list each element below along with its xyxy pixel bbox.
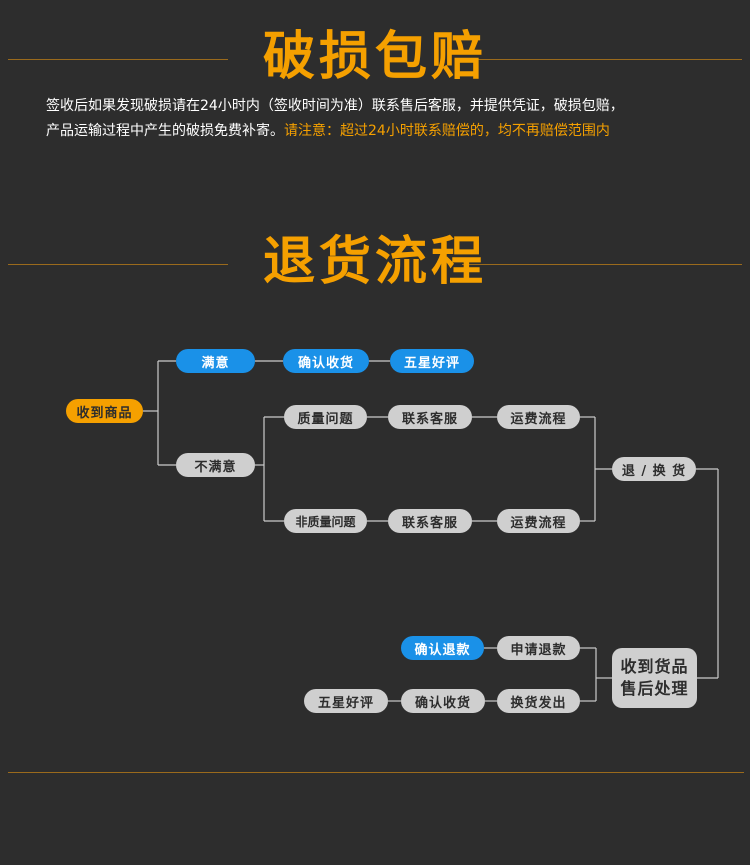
non-quality-issue-node: 非质量问题 <box>284 509 367 533</box>
damage-policy-text: 签收后如果发现破损请在24小时内（签收时间为准）联系售后客服，并提供凭证，破损包… <box>46 94 736 144</box>
confirm-receipt-top-node: 确认收货 <box>283 349 369 373</box>
after-sale-line-2: 售后处理 <box>620 679 689 698</box>
divider-right-1 <box>462 59 742 60</box>
after-sale-line-1: 收到货品 <box>620 657 689 676</box>
confirm-receipt-bottom-node: 确认收货 <box>401 689 485 713</box>
quality-issue-node: 质量问题 <box>284 405 367 429</box>
contact-service-node-2: 联系客服 <box>388 509 472 533</box>
shipping-process-node-2: 运费流程 <box>497 509 580 533</box>
after-sale-processing-node: 收到货品 售后处理 <box>612 648 697 708</box>
satisfied-node: 满意 <box>176 349 255 373</box>
policy-line-2: 产品运输过程中产生的破损免费补寄。请注意：超过24小时联系赔偿的，均不再赔偿范围… <box>46 119 736 144</box>
divider-right-2 <box>462 264 742 265</box>
confirm-refund-node: 确认退款 <box>401 636 484 660</box>
return-exchange-node: 退 / 换 货 <box>612 457 696 481</box>
shipping-process-node-1: 运费流程 <box>497 405 580 429</box>
contact-service-node-1: 联系客服 <box>388 405 472 429</box>
divider-left-2 <box>8 264 228 265</box>
section-title-damage: 破损包赔 <box>262 27 487 87</box>
five-star-bottom-node: 五星好评 <box>304 689 388 713</box>
policy-line-1: 签收后如果发现破损请在24小时内（签收时间为准）联系售后客服，并提供凭证，破损包… <box>46 98 624 114</box>
policy-line-2-main: 产品运输过程中产生的破损免费补寄。 <box>46 123 284 139</box>
unsatisfied-node: 不满意 <box>176 453 255 477</box>
exchange-shipped-node: 换货发出 <box>497 689 580 713</box>
divider-left-1 <box>8 59 228 60</box>
apply-refund-node: 申请退款 <box>497 636 580 660</box>
policy-warning: 请注意：超过24小时联系赔偿的，均不再赔偿范围内 <box>284 123 610 139</box>
bottom-divider <box>8 772 744 773</box>
five-star-top-node: 五星好评 <box>390 349 474 373</box>
section-title-return: 退货流程 <box>262 232 487 292</box>
received-goods-node: 收到商品 <box>66 399 143 423</box>
